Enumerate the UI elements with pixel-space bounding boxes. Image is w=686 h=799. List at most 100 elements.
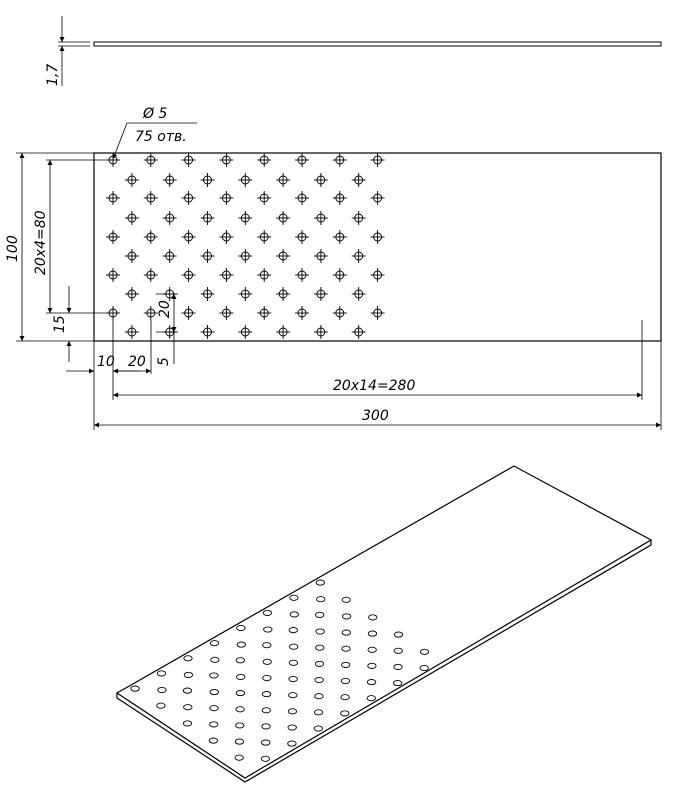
iso-hole: [263, 626, 273, 633]
iso-hole: [262, 674, 272, 682]
iso-hole: [313, 709, 324, 716]
iso-hole: [393, 663, 403, 670]
iso-hole: [314, 676, 324, 684]
iso-hole: [341, 661, 351, 668]
iso-hole: [313, 725, 323, 732]
iso-hole: [341, 613, 352, 620]
iso-hole: [260, 755, 271, 762]
iso-hole: [314, 660, 325, 667]
iso-hole: [261, 691, 272, 698]
left-offset-label: 10: [97, 354, 115, 370]
iso-hole: [235, 722, 245, 729]
vertical-dimensions: 100 20x4=80 15 20 5: [5, 152, 178, 366]
iso-hole: [130, 685, 140, 692]
iso-hole: [288, 692, 298, 699]
iso-hole-pattern: [130, 579, 430, 762]
iso-hole: [393, 680, 403, 687]
iso-hole: [288, 659, 299, 666]
iso-hole: [209, 672, 219, 679]
iso-hole: [340, 710, 350, 717]
vertical-pitch-label: 20: [157, 300, 173, 318]
iso-hole: [236, 673, 246, 680]
hole-callout: Ø 5 75 отв.: [112, 106, 197, 160]
iso-plate-thickness-edge: [116, 540, 652, 783]
iso-hole: [419, 664, 429, 672]
iso-hole: [235, 706, 245, 713]
length-label: 300: [362, 408, 389, 424]
iso-hole: [236, 624, 246, 632]
iso-hole: [367, 646, 377, 653]
iso-hole: [367, 630, 378, 637]
bottom-offset-label: 15: [52, 315, 68, 333]
iso-hole: [262, 658, 272, 665]
iso-hole: [315, 644, 325, 651]
iso-hole: [289, 611, 299, 618]
iso-hole: [341, 596, 351, 603]
iso-hole: [262, 642, 272, 649]
iso-hole: [368, 614, 378, 621]
iso-hole: [340, 694, 350, 701]
iso-hole: [367, 662, 377, 669]
height-label: 100: [5, 235, 21, 262]
iso-hole: [210, 656, 220, 663]
iso-hole: [157, 686, 167, 694]
iso-hole: [366, 679, 377, 686]
iso-hole: [315, 628, 325, 635]
iso-hole: [340, 677, 351, 685]
iso-hole: [314, 693, 324, 700]
iso-hole: [209, 689, 219, 696]
iso-hole: [341, 645, 351, 652]
hole-diameter-label: Ø 5: [142, 106, 167, 122]
iso-hole: [262, 609, 273, 616]
iso-hole: [209, 640, 220, 647]
iso-hole: [288, 675, 298, 683]
side-view: 1,7: [45, 16, 662, 86]
iso-hole: [156, 702, 166, 709]
hole-pattern: [106, 153, 385, 339]
row-pitch-label: 20x4=80: [33, 210, 49, 275]
iso-hole: [234, 754, 244, 761]
callout-leader: [112, 122, 128, 160]
iso-hole: [419, 648, 430, 655]
iso-hole: [261, 723, 271, 730]
iso-hole: [183, 655, 193, 662]
iso-hole: [393, 631, 404, 638]
iso-hole: [209, 721, 219, 728]
iso-hole: [209, 705, 219, 712]
iso-hole: [261, 707, 271, 714]
iso-hole: [393, 647, 403, 654]
plate-edge-view: [93, 41, 662, 47]
iso-hole: [234, 738, 245, 745]
iso-hole: [236, 641, 246, 648]
iso-hole: [287, 740, 297, 747]
iso-hole: [208, 737, 219, 744]
iso-hole: [182, 687, 193, 694]
iso-hole: [287, 708, 298, 715]
horizontal-dimensions: 10 20 20x14=280 300: [66, 320, 662, 430]
hole-count-label: 75 отв.: [135, 129, 187, 145]
iso-hole: [235, 690, 246, 697]
iso-hole: [183, 704, 193, 711]
iso-hole: [156, 670, 167, 677]
iso-hole: [289, 594, 299, 601]
iso-plate-top-face: [115, 465, 653, 779]
horizontal-pitch-label: 20: [128, 354, 146, 370]
iso-hole: [183, 671, 194, 678]
thickness-label: 1,7: [45, 64, 61, 86]
iso-hole: [366, 695, 376, 702]
iso-hole: [287, 724, 297, 731]
iso-hole: [289, 643, 299, 650]
iso-hole: [315, 579, 325, 586]
iso-hole: [261, 739, 271, 746]
hole-span-label: 20x14=280: [333, 378, 415, 394]
iso-hole: [288, 627, 298, 634]
front-view: [93, 152, 662, 342]
iso-hole: [182, 720, 193, 727]
isometric-view: [115, 465, 653, 783]
iso-hole: [316, 596, 326, 603]
stagger-label: 5: [156, 357, 172, 366]
iso-hole: [341, 629, 351, 636]
iso-hole: [315, 611, 325, 618]
iso-hole: [235, 657, 245, 664]
